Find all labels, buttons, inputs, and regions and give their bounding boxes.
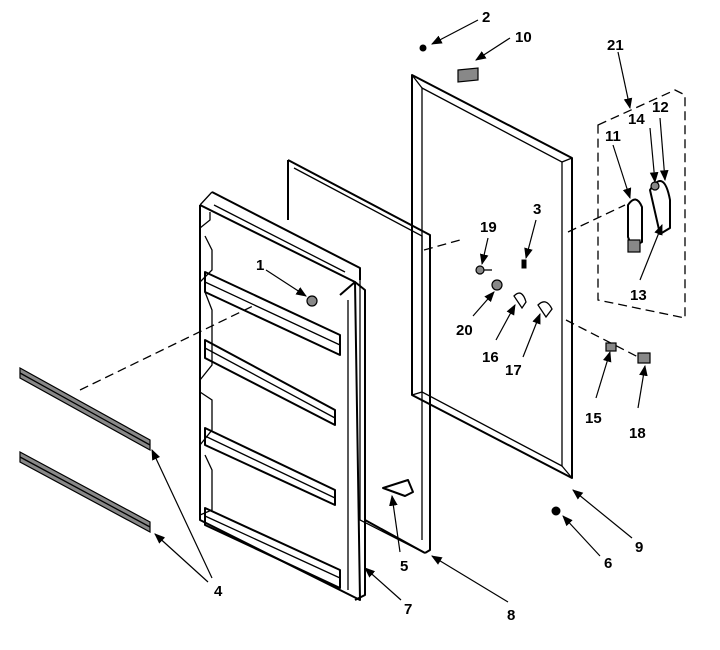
screw-part-2 [419,44,427,52]
callout-8: 8 [507,607,515,624]
callout-5: 5 [400,558,408,575]
callout-14: 14 [628,111,645,128]
cap-part-18 [637,352,651,364]
callout-18: 18 [629,425,646,442]
screw-part-6 [551,506,561,516]
callout-labels: 1 2 3 4 5 6 7 8 9 10 11 12 13 14 15 16 1… [214,9,669,624]
screw-part-19 [475,265,492,275]
callout-12: 12 [652,99,669,116]
callout-6: 6 [604,555,612,572]
hinge-bracket-part-17 [537,301,553,319]
door-panel [411,74,573,479]
washer-part-20 [491,279,503,291]
callout-20: 20 [456,322,473,339]
leader-lines [151,19,669,603]
callout-2: 2 [482,9,490,26]
alignment-line-pin [565,319,641,359]
callout-11: 11 [605,128,621,145]
callout-9: 9 [635,539,643,556]
inner-door-liner [199,191,366,601]
door-gasket [287,159,431,554]
callout-21: 21 [607,37,624,54]
door-trim-strip-lower [19,450,151,534]
alignment-line-hinge [567,204,626,233]
callout-19: 19 [480,219,497,236]
callout-1: 1 [256,257,264,274]
plug-part-3 [521,259,527,269]
callout-7: 7 [404,601,412,618]
hinge-bracket-part-16 [513,292,527,310]
callout-4: 4 [214,583,223,600]
door-trim-strip-upper [19,366,151,452]
bracket-part-5 [382,479,414,497]
callout-13: 13 [630,287,647,304]
callout-3: 3 [533,201,541,218]
callout-17: 17 [505,362,522,379]
pin-part-15 [605,342,617,352]
callout-10: 10 [515,29,532,46]
alignment-line-trim [79,304,256,391]
callout-15: 15 [585,410,602,427]
alignment-line-panel [423,239,461,251]
screw-part-1 [306,295,318,307]
hinge-assembly [597,89,686,319]
label-part-10 [457,67,479,83]
callout-16: 16 [482,349,499,366]
